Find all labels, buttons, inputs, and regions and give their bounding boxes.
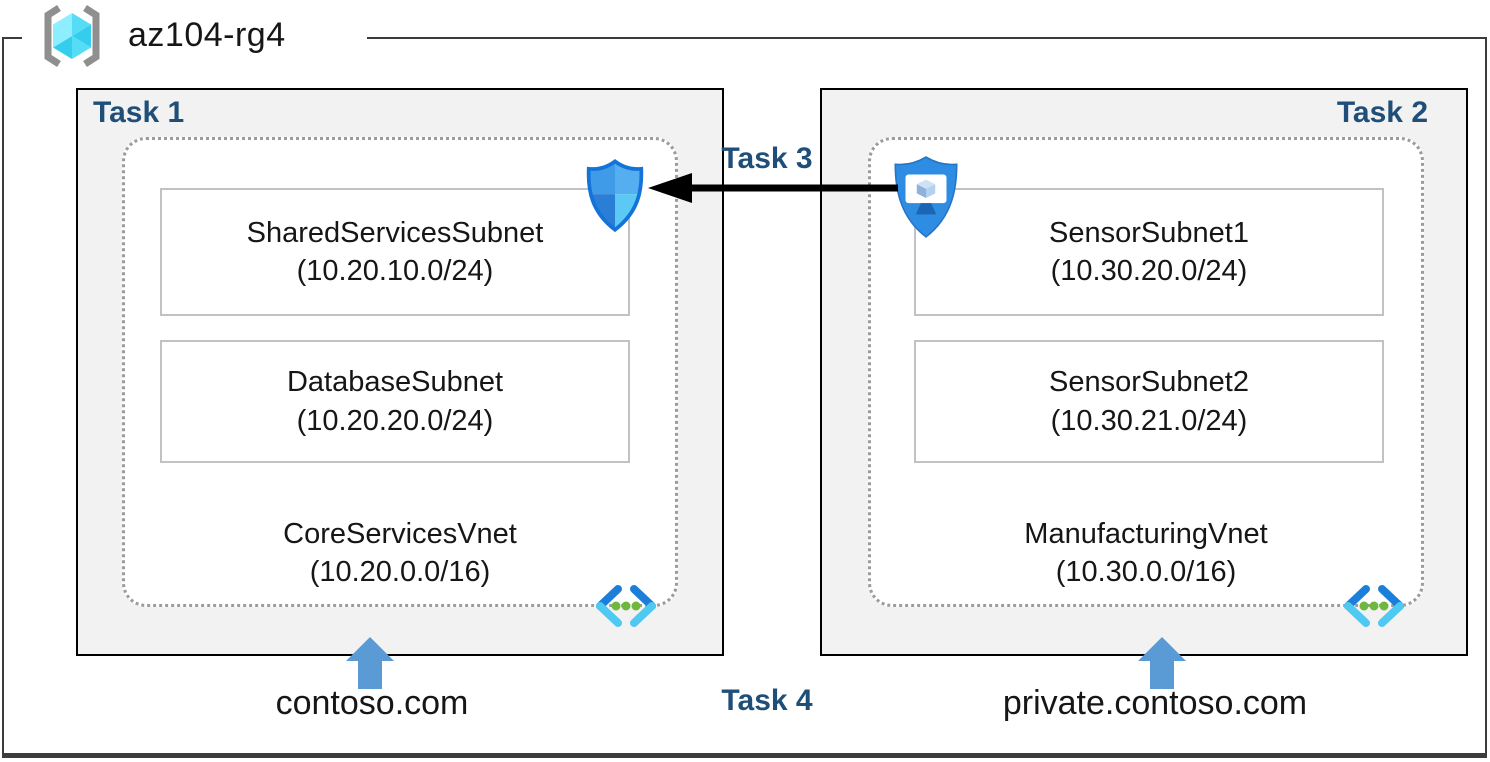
vnet-name: ManufacturingVnet — [1024, 518, 1268, 550]
task3-arrow — [648, 173, 898, 203]
subnet-name: DatabaseSubnet — [286, 366, 504, 399]
manufacturing-vnet-label: ManufacturingVnet (10.30.0.0/16) — [868, 515, 1424, 592]
subnet-cidr: (10.20.10.0/24) — [296, 255, 494, 287]
resource-group-icon — [44, 5, 100, 67]
subnet-box-sensor1: SensorSubnet1 (10.30.20.0/24) — [914, 188, 1384, 316]
bastion-icon — [894, 156, 958, 238]
subnet-cidr: (10.20.20.0/24) — [296, 404, 494, 437]
resource-group-name: az104-rg4 — [128, 16, 286, 54]
subnet-name: SharedServicesSubnet — [246, 216, 544, 249]
task2-label: Task 2 — [1336, 96, 1428, 129]
vnet-cidr: (10.20.0.0/16) — [309, 556, 491, 589]
subnet-box-shared-services: SharedServicesSubnet (10.20.10.0/24) — [160, 188, 630, 316]
network-security-group-icon — [586, 158, 644, 233]
dns-up-arrow — [1138, 637, 1186, 689]
virtual-network-icon — [1344, 585, 1404, 627]
dns-up-arrow — [346, 637, 394, 689]
subnet-name: SensorSubnet1 — [1049, 216, 1249, 249]
virtual-network-icon — [596, 585, 656, 627]
subnet-box-database: DatabaseSubnet (10.20.20.0/24) — [160, 340, 630, 463]
subnet-box-sensor2: SensorSubnet2 (10.30.21.0/24) — [914, 340, 1384, 463]
resource-group-label-gap — [22, 33, 367, 43]
dns-zone-label-contoso: contoso.com — [275, 684, 469, 722]
core-services-vnet-label: CoreServicesVnet (10.20.0.0/16) — [122, 515, 678, 592]
dns-zone-label-private-contoso: private.contoso.com — [1002, 684, 1308, 722]
task1-label: Task 1 — [93, 96, 185, 129]
subnet-cidr: (10.30.20.0/24) — [1050, 255, 1248, 287]
vnet-cidr: (10.30.0.0/16) — [1055, 556, 1237, 589]
resource-group-boundary — [2, 37, 1487, 758]
subnet-cidr: (10.30.21.0/24) — [1050, 404, 1248, 437]
subnet-name: SensorSubnet2 — [1049, 366, 1249, 399]
task4-label: Task 4 — [721, 684, 813, 717]
task3-label: Task 3 — [721, 142, 813, 175]
vnet-name: CoreServicesVnet — [283, 518, 517, 550]
